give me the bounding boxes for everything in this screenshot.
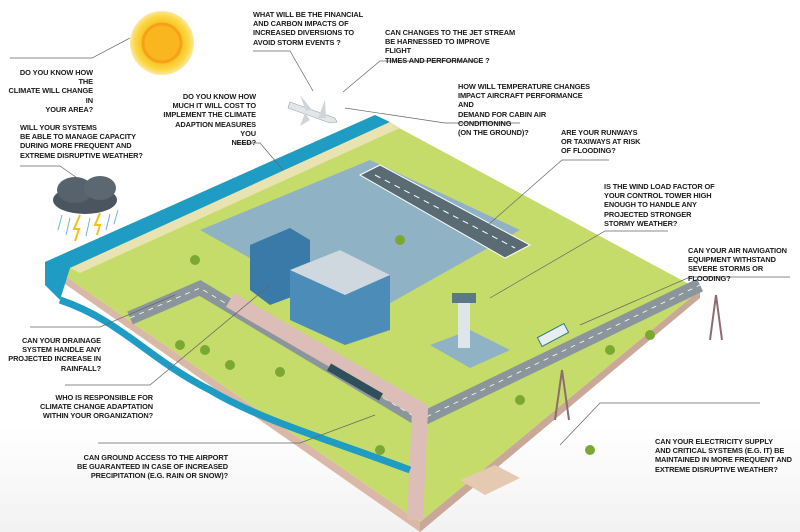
question-climate-change: DO YOU KNOW HOW THE CLIMATE WILL CHANGE … xyxy=(8,68,94,114)
storm-cloud-icon xyxy=(53,176,119,242)
question-temperature: HOW WILL TEMPERATURE CHANGES IMPACT AIRC… xyxy=(458,82,591,138)
question-electricity: CAN YOUR ELECTRICITY SUPPLY AND CRITICAL… xyxy=(655,437,792,474)
bus-icon xyxy=(536,322,570,348)
question-ground-access: CAN GROUND ACCESS TO THE AIRPORT BE GUAR… xyxy=(77,453,228,481)
question-cost: DO YOU KNOW HOW MUCH IT WILL COST TO IMP… xyxy=(163,92,256,148)
question-wind-load: IS THE WIND LOAD FACTOR OF YOUR CONTROL … xyxy=(604,182,715,228)
question-financial: WHAT WILL BE THE FINANCIAL AND CARBON IM… xyxy=(253,10,364,47)
question-air-navigation: CAN YOUR AIR NAVIGATION EQUIPMENT WITHST… xyxy=(688,246,787,283)
leader-lines xyxy=(10,37,790,446)
airplane-icon xyxy=(287,95,338,126)
question-capacity: WILL YOUR SYSTEMS BE ABLE TO MANAGE CAPA… xyxy=(20,123,143,160)
trees xyxy=(175,235,655,455)
question-jet-stream: CAN CHANGES TO THE JET STREAM BE HARNESS… xyxy=(385,28,516,65)
question-responsible: WHO IS RESPONSIBLE FOR CLIMATE CHANGE AD… xyxy=(39,393,153,421)
question-drainage: CAN YOUR DRAINAGE SYSTEM HANDLE ANY PROJ… xyxy=(8,336,101,373)
river xyxy=(58,296,412,474)
control-tower xyxy=(430,293,510,368)
sea xyxy=(45,115,390,300)
platform-edge xyxy=(45,262,420,532)
railway xyxy=(225,293,429,521)
power-substation xyxy=(460,294,723,495)
terminal-building xyxy=(250,228,390,345)
question-runways: ARE YOUR RUNWAYS OR TAXIWAYS AT RISK OF … xyxy=(561,128,641,156)
train-icon xyxy=(327,363,383,401)
